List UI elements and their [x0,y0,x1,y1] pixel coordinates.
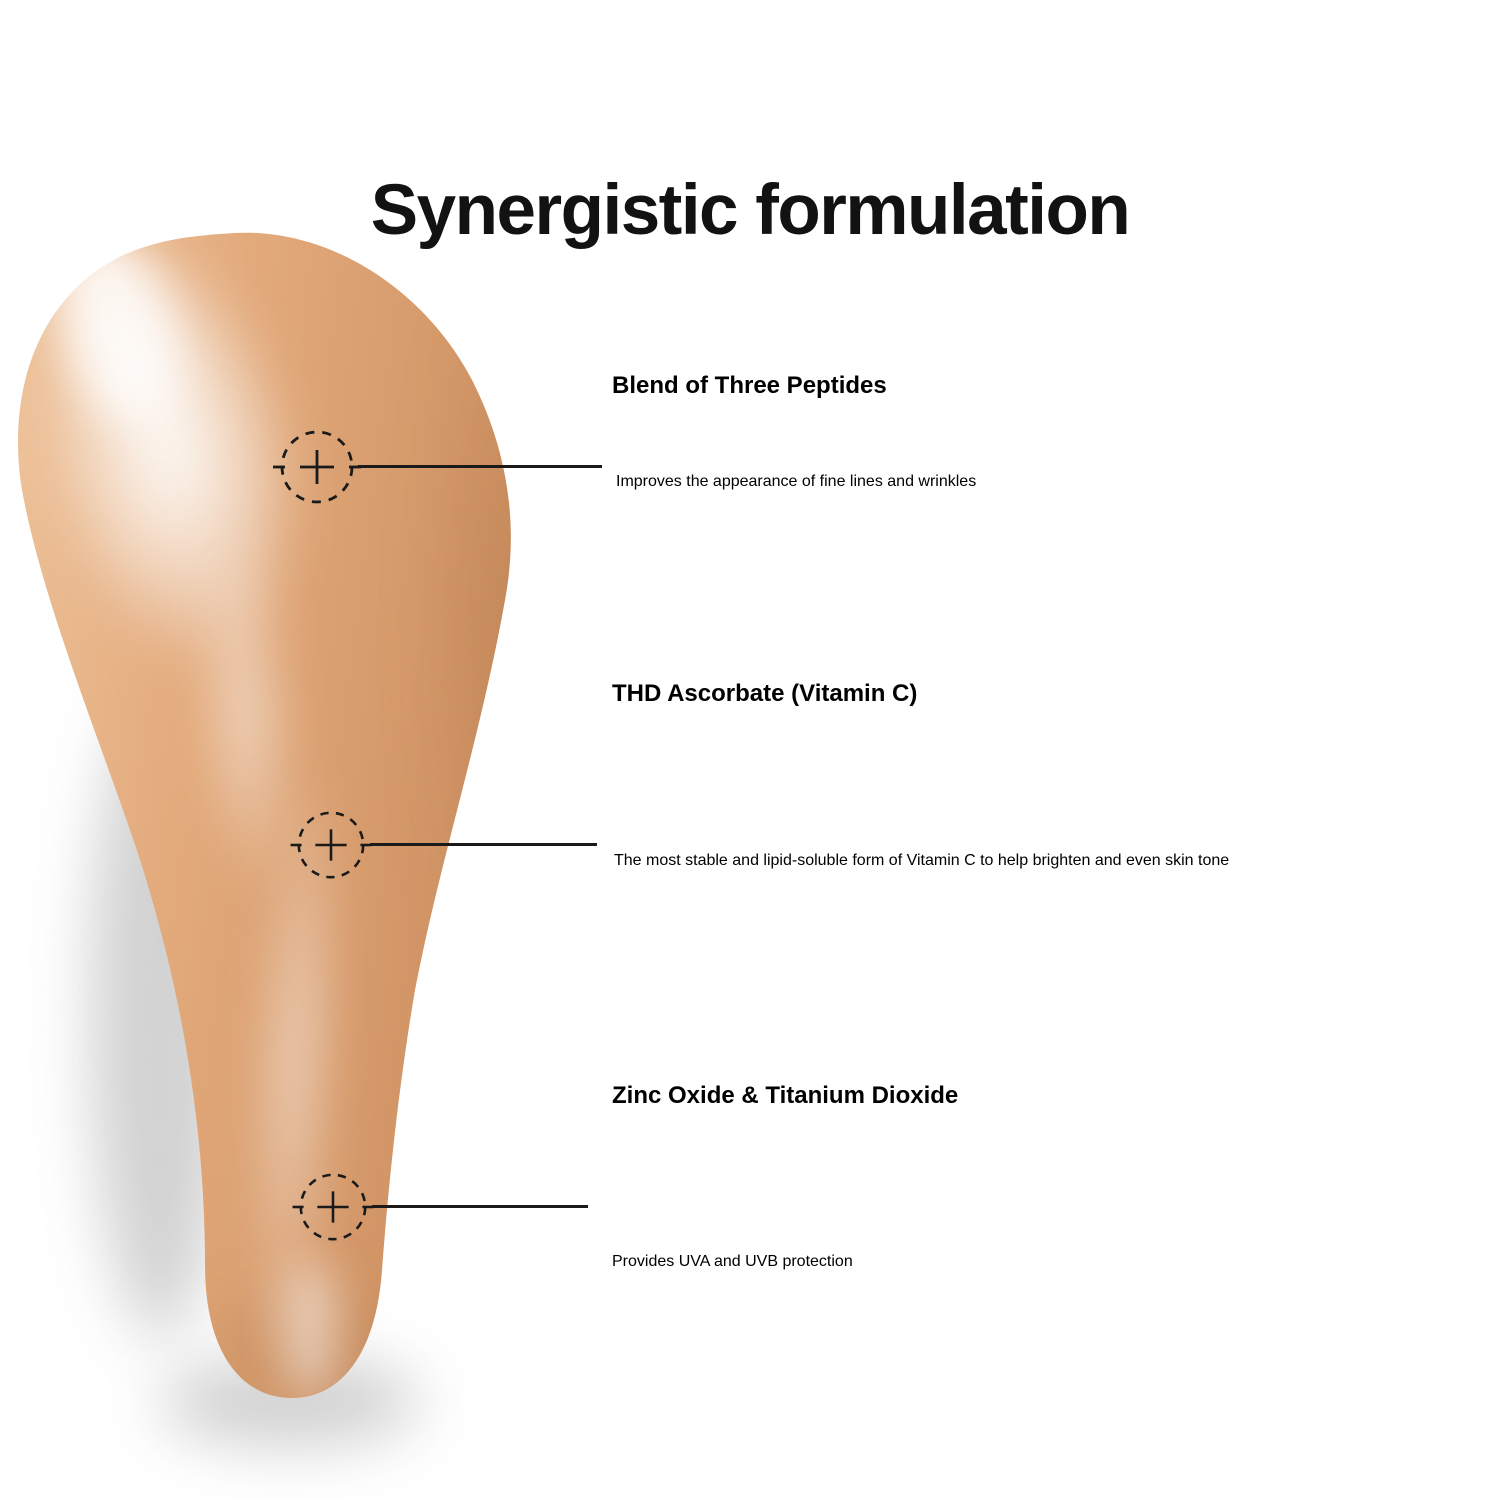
callout-heading-thd-ascorbate: THD Ascorbate (Vitamin C) [612,680,918,707]
crosshair-plus-icon [273,430,361,504]
callout-heading-zinc-titanium: Zinc Oxide & Titanium Dioxide [612,1082,959,1109]
leader-line [358,465,602,468]
callout-body-peptides: Improves the appearance of fine lines an… [616,473,977,490]
callout-heading-peptides: Blend of Three Peptides [612,372,887,399]
page-title: Synergistic formulation [370,171,1131,250]
crosshair-plus-icon [292,1173,374,1241]
crosshair-plus-icon [290,811,372,879]
callout-body-thd-ascorbate: The most stable and lipid-soluble form o… [614,852,1230,869]
leader-line [370,843,597,846]
callout-body-zinc-titanium: Provides UVA and UVB protection [612,1253,853,1270]
leader-line [372,1205,588,1208]
